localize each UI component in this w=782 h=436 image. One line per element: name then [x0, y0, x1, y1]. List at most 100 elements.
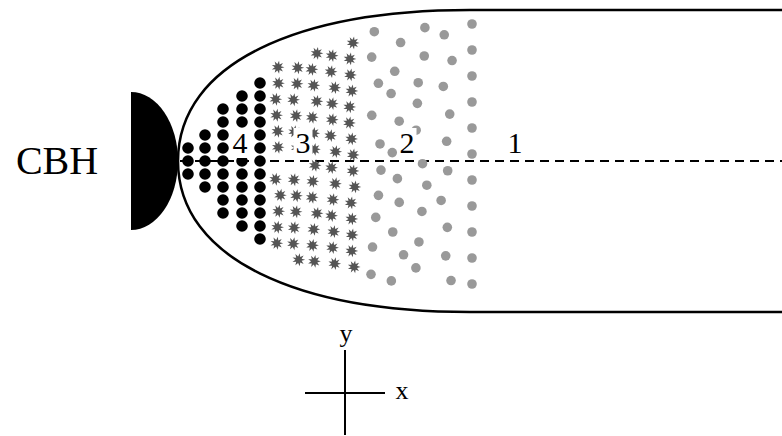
star-particle	[271, 221, 284, 234]
star-particle	[329, 81, 342, 94]
circle-particle	[399, 250, 409, 260]
star-particle	[272, 61, 285, 74]
circle-particle	[199, 129, 211, 141]
star-particle	[347, 164, 360, 177]
circle-particle	[436, 196, 446, 206]
circle-particle	[217, 142, 229, 154]
star-particle	[307, 175, 320, 188]
zone-number: 4	[231, 128, 250, 158]
circle-particle	[467, 123, 477, 133]
circle-particle	[394, 116, 404, 126]
star-particle	[308, 223, 321, 236]
star-particle	[309, 159, 322, 172]
circle-particle	[446, 276, 456, 286]
circle-particle	[236, 194, 248, 206]
circle-particle	[254, 233, 266, 245]
circle-particle	[217, 116, 229, 128]
circle-particle	[254, 77, 266, 89]
star-particle	[346, 84, 359, 97]
circle-particle	[182, 142, 194, 154]
circle-particle	[443, 223, 453, 233]
star-particle	[329, 177, 342, 190]
star-particle	[326, 113, 339, 126]
x-axis-line	[305, 392, 385, 394]
circle-particle	[254, 129, 266, 141]
star-particle	[306, 111, 319, 124]
star-particle	[287, 93, 300, 106]
circle-particle	[199, 181, 211, 193]
star-particle	[326, 241, 339, 254]
circle-particle	[199, 168, 211, 180]
star-particle	[271, 237, 284, 250]
star-particle	[270, 93, 283, 106]
circle-particle	[374, 191, 384, 201]
star-particle	[324, 129, 337, 142]
star-particle	[311, 95, 324, 108]
circle-particle	[467, 19, 477, 29]
circle-particle	[387, 148, 397, 158]
star-particle	[346, 212, 359, 225]
star-particle	[343, 100, 356, 113]
star-particle	[311, 47, 324, 60]
circle-particle	[254, 116, 266, 128]
circle-particle	[217, 168, 229, 180]
circle-particle	[441, 251, 451, 261]
jet-axis	[180, 160, 782, 162]
circle-particle	[236, 207, 248, 219]
star-particle	[308, 79, 321, 92]
circle-particle	[422, 180, 432, 190]
circle-particle	[254, 155, 266, 167]
star-particle	[306, 63, 319, 76]
circle-particle	[417, 207, 427, 217]
star-particle	[274, 189, 287, 202]
circle-particle	[254, 220, 266, 232]
zone-number: 2	[398, 128, 417, 158]
circle-particle	[236, 103, 248, 115]
circle-particle	[467, 227, 477, 237]
circle-particle	[217, 103, 229, 115]
axis-label: x	[396, 378, 409, 404]
circle-particle	[467, 149, 477, 159]
circle-particle	[367, 52, 377, 62]
circle-particle	[254, 168, 266, 180]
star-particle	[346, 244, 359, 257]
circle-particle	[386, 89, 396, 99]
star-particle	[347, 36, 360, 49]
star-particle	[272, 205, 285, 218]
circle-particle	[182, 155, 194, 167]
circle-particle	[419, 51, 429, 61]
circle-particle	[467, 201, 477, 211]
circle-particle	[445, 109, 455, 119]
circle-particle	[368, 242, 378, 252]
circle-particle	[447, 56, 457, 66]
star-particle	[288, 173, 301, 186]
circle-particle	[390, 67, 400, 77]
circle-particle	[413, 78, 423, 88]
star-particle	[272, 77, 285, 90]
circle-particle	[467, 97, 477, 107]
black-hole-label: CBH	[16, 141, 98, 181]
circle-particle	[217, 129, 229, 141]
circle-particle	[467, 45, 477, 55]
star-particle	[308, 255, 321, 268]
black-hole-shape	[131, 92, 178, 230]
jet-outline	[178, 10, 782, 312]
circle-particle	[254, 194, 266, 206]
circle-particle	[413, 99, 423, 109]
circle-particle	[217, 181, 229, 193]
particle-dots	[182, 19, 477, 289]
star-particle	[343, 116, 356, 129]
star-particle	[270, 109, 283, 122]
circle-particle	[396, 38, 406, 48]
circle-particle	[236, 116, 248, 128]
star-particle	[349, 180, 362, 193]
circle-particle	[254, 181, 266, 193]
circle-particle	[439, 82, 449, 92]
circle-particle	[467, 71, 477, 81]
star-particle	[346, 228, 359, 241]
star-particle	[272, 125, 285, 138]
circle-particle	[374, 78, 384, 88]
star-particle	[272, 141, 285, 154]
star-particle	[291, 77, 304, 90]
